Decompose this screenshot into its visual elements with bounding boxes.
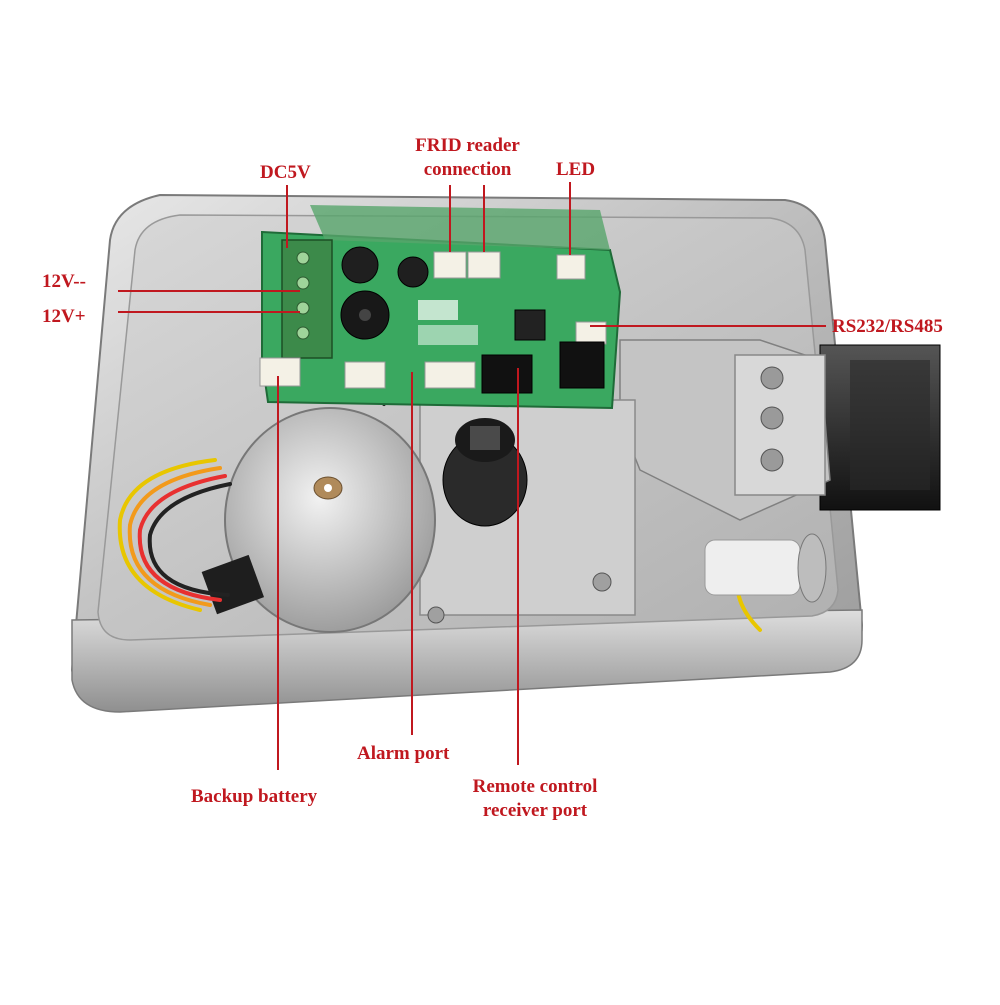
label-12v-minus: 12V-- — [42, 271, 86, 292]
control-pcb — [259, 205, 622, 410]
label-frid-line1: FRID reader — [415, 135, 520, 156]
label-remote-control: Remote control receiver port — [455, 775, 615, 823]
label-alarm-port: Alarm port — [357, 743, 450, 764]
label-12v-plus: 12V+ — [42, 306, 86, 327]
callout-lines — [118, 182, 826, 770]
lock-bolt — [819, 344, 941, 511]
label-remote-line1: Remote control — [472, 776, 598, 797]
label-dc5v: DC5V — [260, 162, 311, 183]
label-remote-line2: receiver port — [482, 800, 588, 821]
label-frid: FRID reader connection — [400, 134, 535, 182]
label-backup-battery: Backup battery — [191, 786, 318, 807]
label-rs232-rs485: RS232/RS485 — [832, 316, 943, 337]
mounting-plate — [419, 399, 636, 624]
sensor — [704, 533, 827, 603]
label-led: LED — [556, 159, 596, 180]
key-hub — [442, 418, 528, 527]
label-frid-line2: connection — [423, 159, 512, 180]
